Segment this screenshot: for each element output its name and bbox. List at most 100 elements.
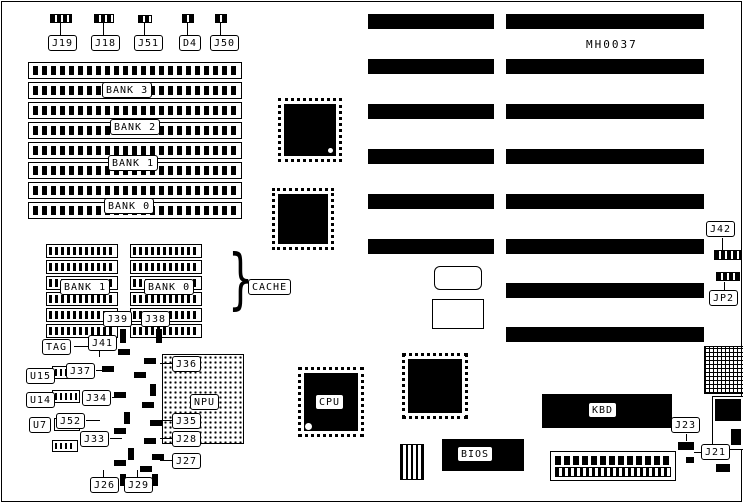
- label-j33: J33: [80, 431, 110, 447]
- d4-leader-line: [187, 23, 188, 35]
- jumper-pins: [118, 349, 130, 355]
- jumper-pins: [150, 420, 162, 426]
- part-number: MH0037: [586, 38, 638, 51]
- jumper-pins: [114, 428, 126, 434]
- label-cache-bank1: BANK 1: [60, 279, 111, 295]
- tag-leader-line: [74, 346, 88, 347]
- jp2-leader-line: [724, 282, 725, 290]
- j26-leader-line: [103, 470, 104, 477]
- isa-slot-long: [506, 14, 704, 29]
- label-u7: U7: [29, 417, 52, 433]
- qfp-chip-1: [278, 98, 342, 162]
- jumper-pins: [152, 474, 158, 486]
- label-j21: J21: [701, 444, 731, 460]
- label-j42: J42: [706, 221, 736, 237]
- j21-pins: [686, 457, 694, 463]
- jumper-pins: [124, 412, 130, 424]
- j18-leader-line: [103, 23, 104, 35]
- label-cpu: CPU: [315, 394, 345, 410]
- label-mem-bank1: BANK 1: [108, 155, 159, 171]
- label-j29: J29: [124, 477, 154, 493]
- isa-slot-short: [368, 14, 494, 29]
- j33-leader-line: [110, 438, 122, 439]
- cache-brace: }: [228, 240, 254, 317]
- label-j18: J18: [91, 35, 121, 51]
- label-j27: J27: [172, 453, 202, 469]
- label-u14: U14: [26, 392, 56, 408]
- power-connector: [712, 396, 743, 450]
- j27-leader-line: [160, 460, 172, 461]
- j51-leader-line: [144, 23, 145, 35]
- j52-leader-line: [86, 420, 100, 421]
- j18-header-icon: [94, 14, 114, 23]
- label-j36: J36: [172, 356, 202, 372]
- jumper-pins: [120, 474, 126, 486]
- label-bios: BIOS: [457, 446, 494, 462]
- small-component: [400, 444, 424, 480]
- jumper-pins: [114, 460, 126, 466]
- isa-slot-short: [368, 59, 494, 74]
- label-jp2: JP2: [709, 290, 739, 306]
- jumper-pins: [144, 358, 156, 364]
- cpu-pin1-dot: [305, 423, 312, 430]
- small-header-pins: [716, 464, 730, 472]
- oscillator-1: [434, 266, 482, 290]
- u14-chip: [52, 390, 80, 403]
- jumper-pins: [142, 402, 154, 408]
- j51-header-icon: [138, 15, 152, 23]
- label-mem-bank0: BANK 0: [104, 198, 155, 214]
- label-j50: J50: [210, 35, 240, 51]
- j50-header-icon: [215, 14, 227, 23]
- cache-chip: [130, 244, 202, 258]
- qfp-chip-3: [402, 353, 468, 419]
- label-j26: J26: [90, 477, 120, 493]
- j42-header-icon: [714, 250, 742, 260]
- jumper-pins: [152, 454, 164, 460]
- isa-slot-long: [506, 149, 704, 164]
- jumper-pins: [150, 384, 156, 396]
- jumper-pins: [120, 329, 126, 343]
- label-mem-bank2: BANK 2: [110, 119, 161, 135]
- j19-leader-line: [60, 23, 61, 35]
- isa-slot-long: [506, 194, 704, 209]
- label-j51: J51: [134, 35, 164, 51]
- j23-pins: [678, 442, 694, 450]
- label-cache: CACHE: [248, 279, 292, 295]
- isa-slot-short: [368, 104, 494, 119]
- j50-leader-line: [220, 23, 221, 35]
- keyboard-din-connector: [704, 346, 743, 394]
- logic-chip: [52, 440, 78, 452]
- label-j28: J28: [172, 431, 202, 447]
- jumper-pins: [144, 438, 156, 444]
- j28-leader-line: [160, 438, 172, 439]
- cache-chip: [46, 244, 118, 258]
- j23-leader-line: [686, 434, 687, 441]
- jp2-header-icon: [716, 272, 740, 281]
- jumper-pins: [156, 329, 162, 343]
- j41-leader-line: [99, 351, 100, 357]
- jumper-pins: [134, 372, 146, 378]
- cache-chip: [130, 260, 202, 274]
- j34-leader-line: [112, 397, 124, 398]
- qfp-chip-2: [272, 188, 334, 250]
- label-j35: J35: [172, 413, 202, 429]
- label-j34: J34: [82, 390, 112, 406]
- label-npu: NPU: [190, 394, 220, 410]
- cache-chip: [46, 260, 118, 274]
- jumper-pins: [102, 366, 114, 372]
- j36-leader-line: [160, 363, 172, 364]
- label-j41: J41: [88, 335, 118, 351]
- label-j52: J52: [56, 413, 86, 429]
- isa-slot-long: [506, 239, 704, 254]
- jumper-pins: [114, 392, 126, 398]
- d4-icon: [182, 14, 194, 23]
- j35-leader-line: [162, 420, 172, 421]
- label-kbd: KBD: [588, 402, 618, 418]
- isa-slot-short: [368, 149, 494, 164]
- label-j37: J37: [66, 363, 96, 379]
- label-j19: J19: [48, 35, 78, 51]
- label-tag: TAG: [42, 339, 72, 355]
- isa-slot-long: [506, 283, 704, 298]
- label-j39: J39: [103, 311, 133, 327]
